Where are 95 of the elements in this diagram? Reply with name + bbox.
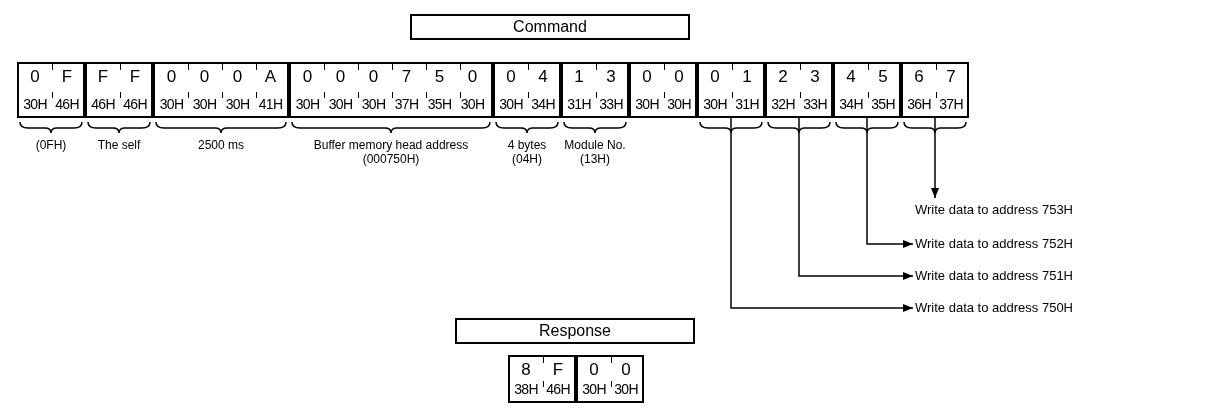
hex-code: 35H [427,95,452,114]
field-box [508,355,576,403]
ascii-character: 0 [710,66,720,88]
ascii-character: 0 [199,66,210,88]
write-data-note: Write data to address 751H [915,266,1073,286]
hex-code: 35H [871,95,895,114]
field-description: 2500 ms [198,138,244,152]
field-box [493,62,561,118]
hex-code: 30H [499,95,523,114]
ascii-character: 0 [30,66,40,88]
ascii-character: 0 [302,66,313,88]
ascii-character: 0 [621,359,631,381]
hex-code: 30H [295,95,320,114]
ascii-character: F [97,66,109,88]
ascii-character: 0 [642,66,652,88]
field-box [697,62,765,118]
hex-code: 30H [23,95,47,114]
hex-code: 41H [258,95,283,114]
hex-code: 33H [599,95,623,114]
hex-code: 30H [159,95,184,114]
ascii-character: 7 [401,66,412,88]
hex-code: 46H [123,95,147,114]
field-description: Module No. (13H) [563,138,627,166]
ascii-character: 6 [914,66,924,88]
arrow [866,117,914,249]
ascii-character: 0 [506,66,516,88]
hex-code: 30H [635,95,659,114]
hex-code: 37H [394,95,419,114]
field-box [833,62,901,118]
ascii-character: 0 [335,66,346,88]
hex-code: 30H [582,380,606,399]
ascii-character: 5 [878,66,888,88]
field-box [85,62,153,118]
write-data-note: Write data to address 752H [915,234,1073,254]
title-box [455,318,695,344]
field-box [289,62,493,118]
field-description: 4 bytes (04H) [506,138,548,166]
ascii-character: 2 [778,66,788,88]
ascii-character: 4 [538,66,548,88]
ascii-character: 1 [574,66,584,88]
frame-title: Response [538,321,611,341]
ascii-character: 0 [674,66,684,88]
field-box [765,62,833,118]
hex-code: 30H [192,95,217,114]
field-box [17,62,85,118]
hex-code: 38H [514,380,538,399]
ascii-character: 3 [810,66,820,88]
ascii-character: 0 [166,66,177,88]
field-box [153,62,289,118]
hex-code: 30H [328,95,353,114]
hex-code: 30H [460,95,485,114]
field-description: (0FH) [35,138,67,152]
ascii-character: 1 [742,66,752,88]
hex-code: 30H [614,380,638,399]
hex-code: 30H [225,95,250,114]
write-data-note: Write data to address 750H [915,298,1073,318]
ascii-character: 0 [368,66,379,88]
hex-code: 46H [55,95,79,114]
field-box [901,62,969,118]
hex-code: 30H [361,95,386,114]
ascii-character: 7 [946,66,956,88]
hex-code: 36H [907,95,931,114]
ascii-character: F [129,66,141,88]
field-description: The self [97,138,141,152]
arrow [798,117,914,281]
ascii-character: 0 [467,66,478,88]
ascii-character: 3 [606,66,616,88]
field-box [629,62,697,118]
ascii-character: F [552,359,564,381]
hex-code: 32H [771,95,795,114]
field-description: Buffer memory head address (000750H) [312,138,470,166]
hex-code: 31H [567,95,591,114]
write-data-note: Write data to address 753H [915,200,1073,220]
hex-code: 31H [735,95,759,114]
arrow [930,117,940,199]
ascii-character: 0 [232,66,243,88]
ascii-character: 5 [434,66,445,88]
hex-code: 33H [803,95,827,114]
title-box [410,14,690,40]
field-box [576,355,644,403]
ascii-character: 4 [846,66,856,88]
hex-code: 30H [703,95,727,114]
hex-code: 46H [91,95,115,114]
hex-code: 46H [546,380,570,399]
hex-code: 37H [939,95,963,114]
field-box [561,62,629,118]
ascii-character: 8 [521,359,531,381]
hex-code: 34H [839,95,863,114]
hex-code: 34H [531,95,555,114]
ascii-character: F [61,66,73,88]
arrow [730,117,914,313]
hex-code: 30H [667,95,691,114]
frame-title: Command [513,17,587,37]
ascii-character: 0 [589,359,599,381]
ascii-character: A [264,66,277,88]
